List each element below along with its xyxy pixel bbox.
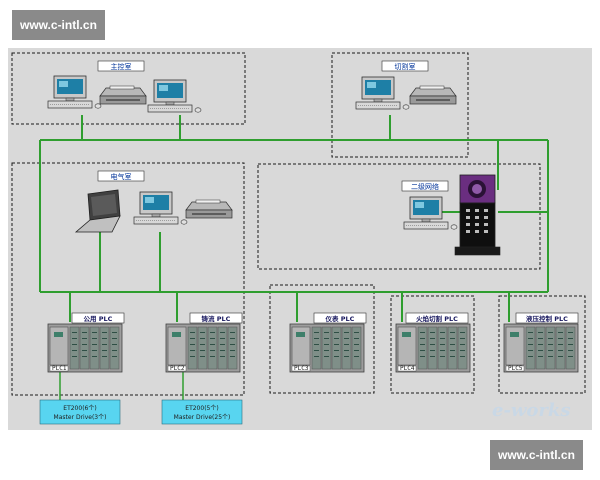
- printer-icon: [185, 199, 233, 219]
- watermark-top: www.c-intl.cn: [12, 10, 105, 40]
- svg-text:ET200(5个): ET200(5个): [185, 405, 218, 412]
- et200-box-casting: ET200(5个) Master Drive(25个): [161, 399, 243, 425]
- laptop-icon: [74, 189, 121, 233]
- svg-text:PLC4: PLC4: [400, 365, 415, 372]
- plc-station-hydraulic: 液压控制 PLC PLC5: [503, 312, 579, 373]
- svg-text:主控室: 主控室: [111, 62, 132, 71]
- svg-text:ET200(6个): ET200(6个): [63, 405, 96, 412]
- plc-station-instrument: 仪表 PLC PLC3: [289, 312, 367, 373]
- network-bus: [39, 115, 549, 322]
- instrument-plc-region: [269, 284, 375, 394]
- svg-text:铸流 PLC: 铸流 PLC: [202, 314, 231, 323]
- svg-text:Master Drive(25个): Master Drive(25个): [174, 414, 231, 421]
- svg-text:PLC5: PLC5: [508, 365, 523, 372]
- room-label-electrical: 电气室: [97, 170, 145, 182]
- svg-text:电气室: 电气室: [111, 172, 132, 181]
- plc-station-casting: 铸流 PLC PLC2: [165, 312, 243, 373]
- plc-station-public: 公用 PLC PLC1: [47, 312, 125, 373]
- svg-text:PLC1: PLC1: [52, 365, 67, 372]
- et200-box-public: ET200(6个) Master Drive(3个): [39, 399, 121, 425]
- e-works-logo: e-works: [492, 400, 571, 421]
- room-label-secondary-network: 二级网络: [401, 180, 449, 192]
- electrical-room-region: [11, 162, 245, 396]
- svg-text:PLC3: PLC3: [294, 365, 309, 372]
- hydraulic-plc-region: [498, 295, 586, 394]
- svg-text:仪表 PLC: 仪表 PLC: [325, 314, 355, 323]
- svg-text:PLC2: PLC2: [170, 365, 185, 372]
- svg-text:二级网络: 二级网络: [411, 182, 439, 191]
- plc-station-flame-cutting: 火焰切割 PLC PLC4: [395, 312, 471, 373]
- printer-icon: [99, 85, 147, 105]
- svg-text:Master Drive(3个): Master Drive(3个): [54, 414, 107, 421]
- remote-terminal-cabinet-icon: [454, 174, 501, 256]
- printer-icon: [409, 85, 457, 105]
- watermark-bottom: www.c-intl.cn: [490, 440, 583, 470]
- room-label-cutting: 切割室: [381, 60, 429, 72]
- svg-text:切割室: 切割室: [395, 62, 416, 71]
- cutting-room-region: [331, 52, 469, 158]
- secondary-network-region: [257, 163, 541, 270]
- room-label-main-control: 主控室: [97, 60, 145, 72]
- svg-text:公用 PLC: 公用 PLC: [84, 315, 113, 323]
- svg-text:液压控制 PLC: 液压控制 PLC: [526, 314, 568, 323]
- flame-cutting-plc-region: [390, 295, 475, 394]
- svg-text:火焰切割 PLC: 火焰切割 PLC: [416, 314, 458, 323]
- main-control-room-region: [11, 52, 246, 125]
